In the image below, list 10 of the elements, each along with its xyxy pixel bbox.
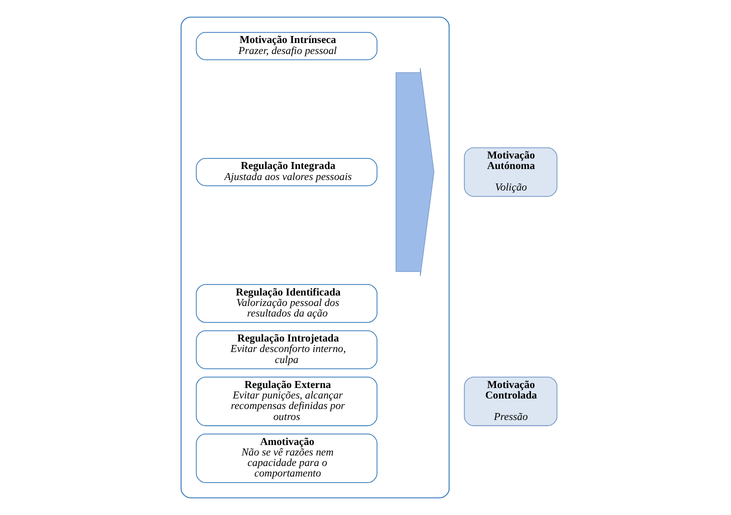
node-box: Regulação Introjetada Evitar desconforto interno, culpa (195, 330, 377, 370)
node-box: Motivação Controlada Pressão (463, 376, 557, 426)
cluster (180, 16, 450, 498)
node-box: Amotivação Não se vê razões nem capacidade para o comportamento (195, 434, 377, 483)
node-arrow (395, 68, 434, 276)
node-box: Regulação Externa Evitar punições, alcançar recompensas definidas por outros (195, 376, 377, 426)
node-box: Motivação Autónoma Volição (463, 147, 557, 197)
node-box: Regulação Integrada Ajustada aos valores pessoais (195, 158, 377, 186)
node-box: Regulação Identificada Valorização pessoal dos resultados da ação (195, 284, 377, 323)
node-box: Motivação Intrínseca Prazer, desafio pessoal (195, 32, 377, 60)
